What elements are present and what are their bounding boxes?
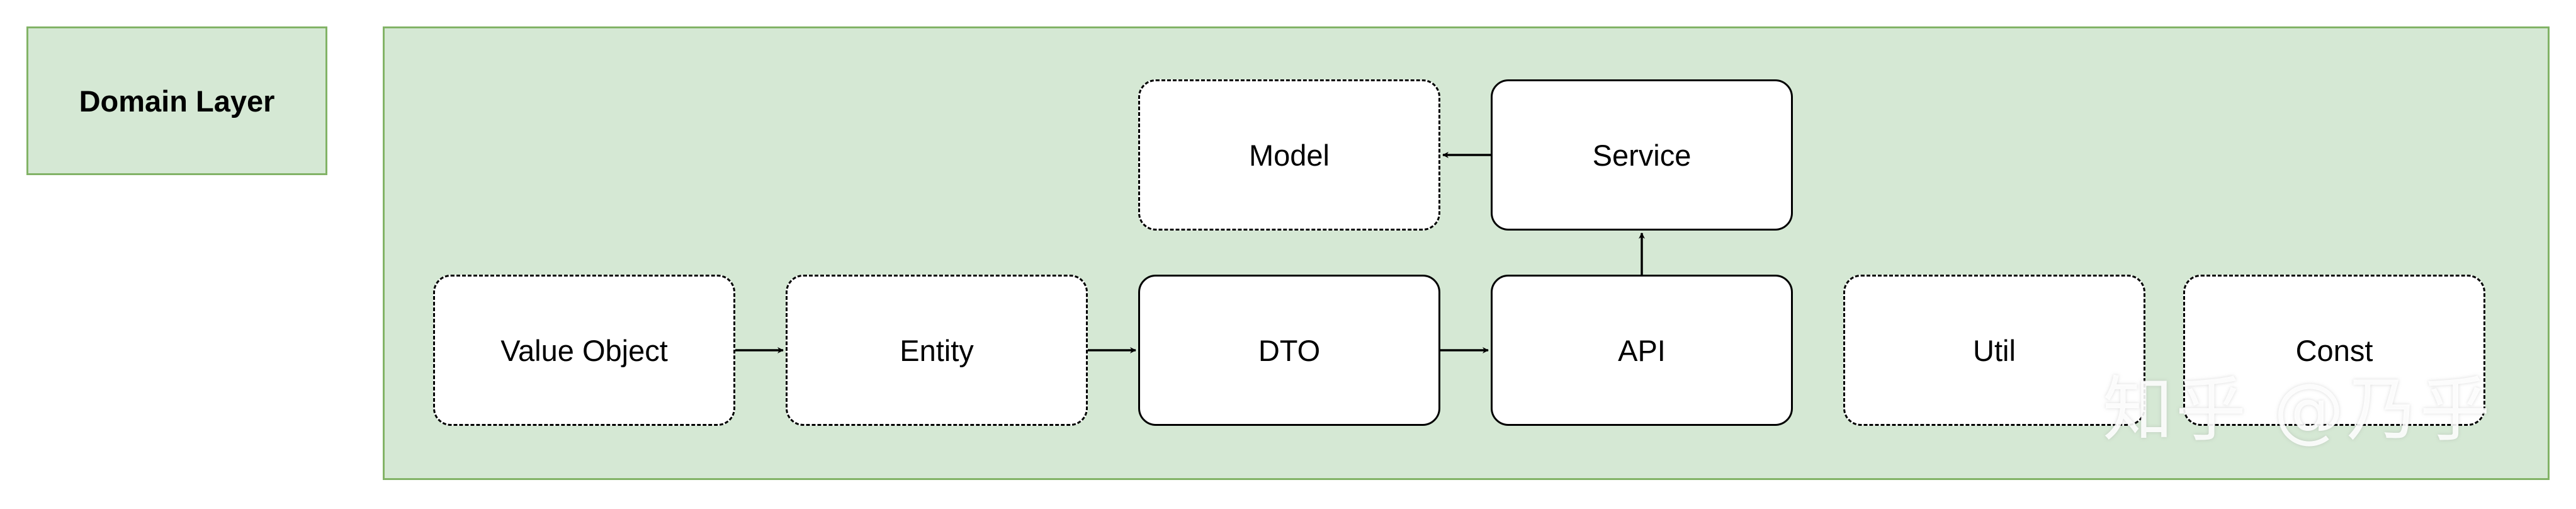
dto-label: DTO <box>1258 333 1321 367</box>
entity-node[interactable]: Entity <box>786 275 1088 426</box>
domain-layer-label: Domain Layer <box>26 26 327 175</box>
domain-layer-label-text: Domain Layer <box>79 84 275 118</box>
const-node[interactable]: Const <box>2183 275 2485 426</box>
service-label: Service <box>1592 138 1692 172</box>
util-label: Util <box>1973 333 2016 367</box>
dto-node[interactable]: DTO <box>1138 275 1440 426</box>
watermark-text: 知乎 @乃乎 <box>2103 369 2493 451</box>
model-label: Model <box>1248 138 1330 172</box>
util-node[interactable]: Util <box>1843 275 2145 426</box>
value-object-label: Value Object <box>500 333 668 367</box>
value-object-node[interactable]: Value Object <box>433 275 735 426</box>
api-label: API <box>1618 333 1666 367</box>
entity-label: Entity <box>900 333 974 367</box>
service-node[interactable]: Service <box>1491 79 1793 231</box>
const-label: Const <box>2295 333 2373 367</box>
model-node[interactable]: Model <box>1138 79 1440 231</box>
api-node[interactable]: API <box>1491 275 1793 426</box>
